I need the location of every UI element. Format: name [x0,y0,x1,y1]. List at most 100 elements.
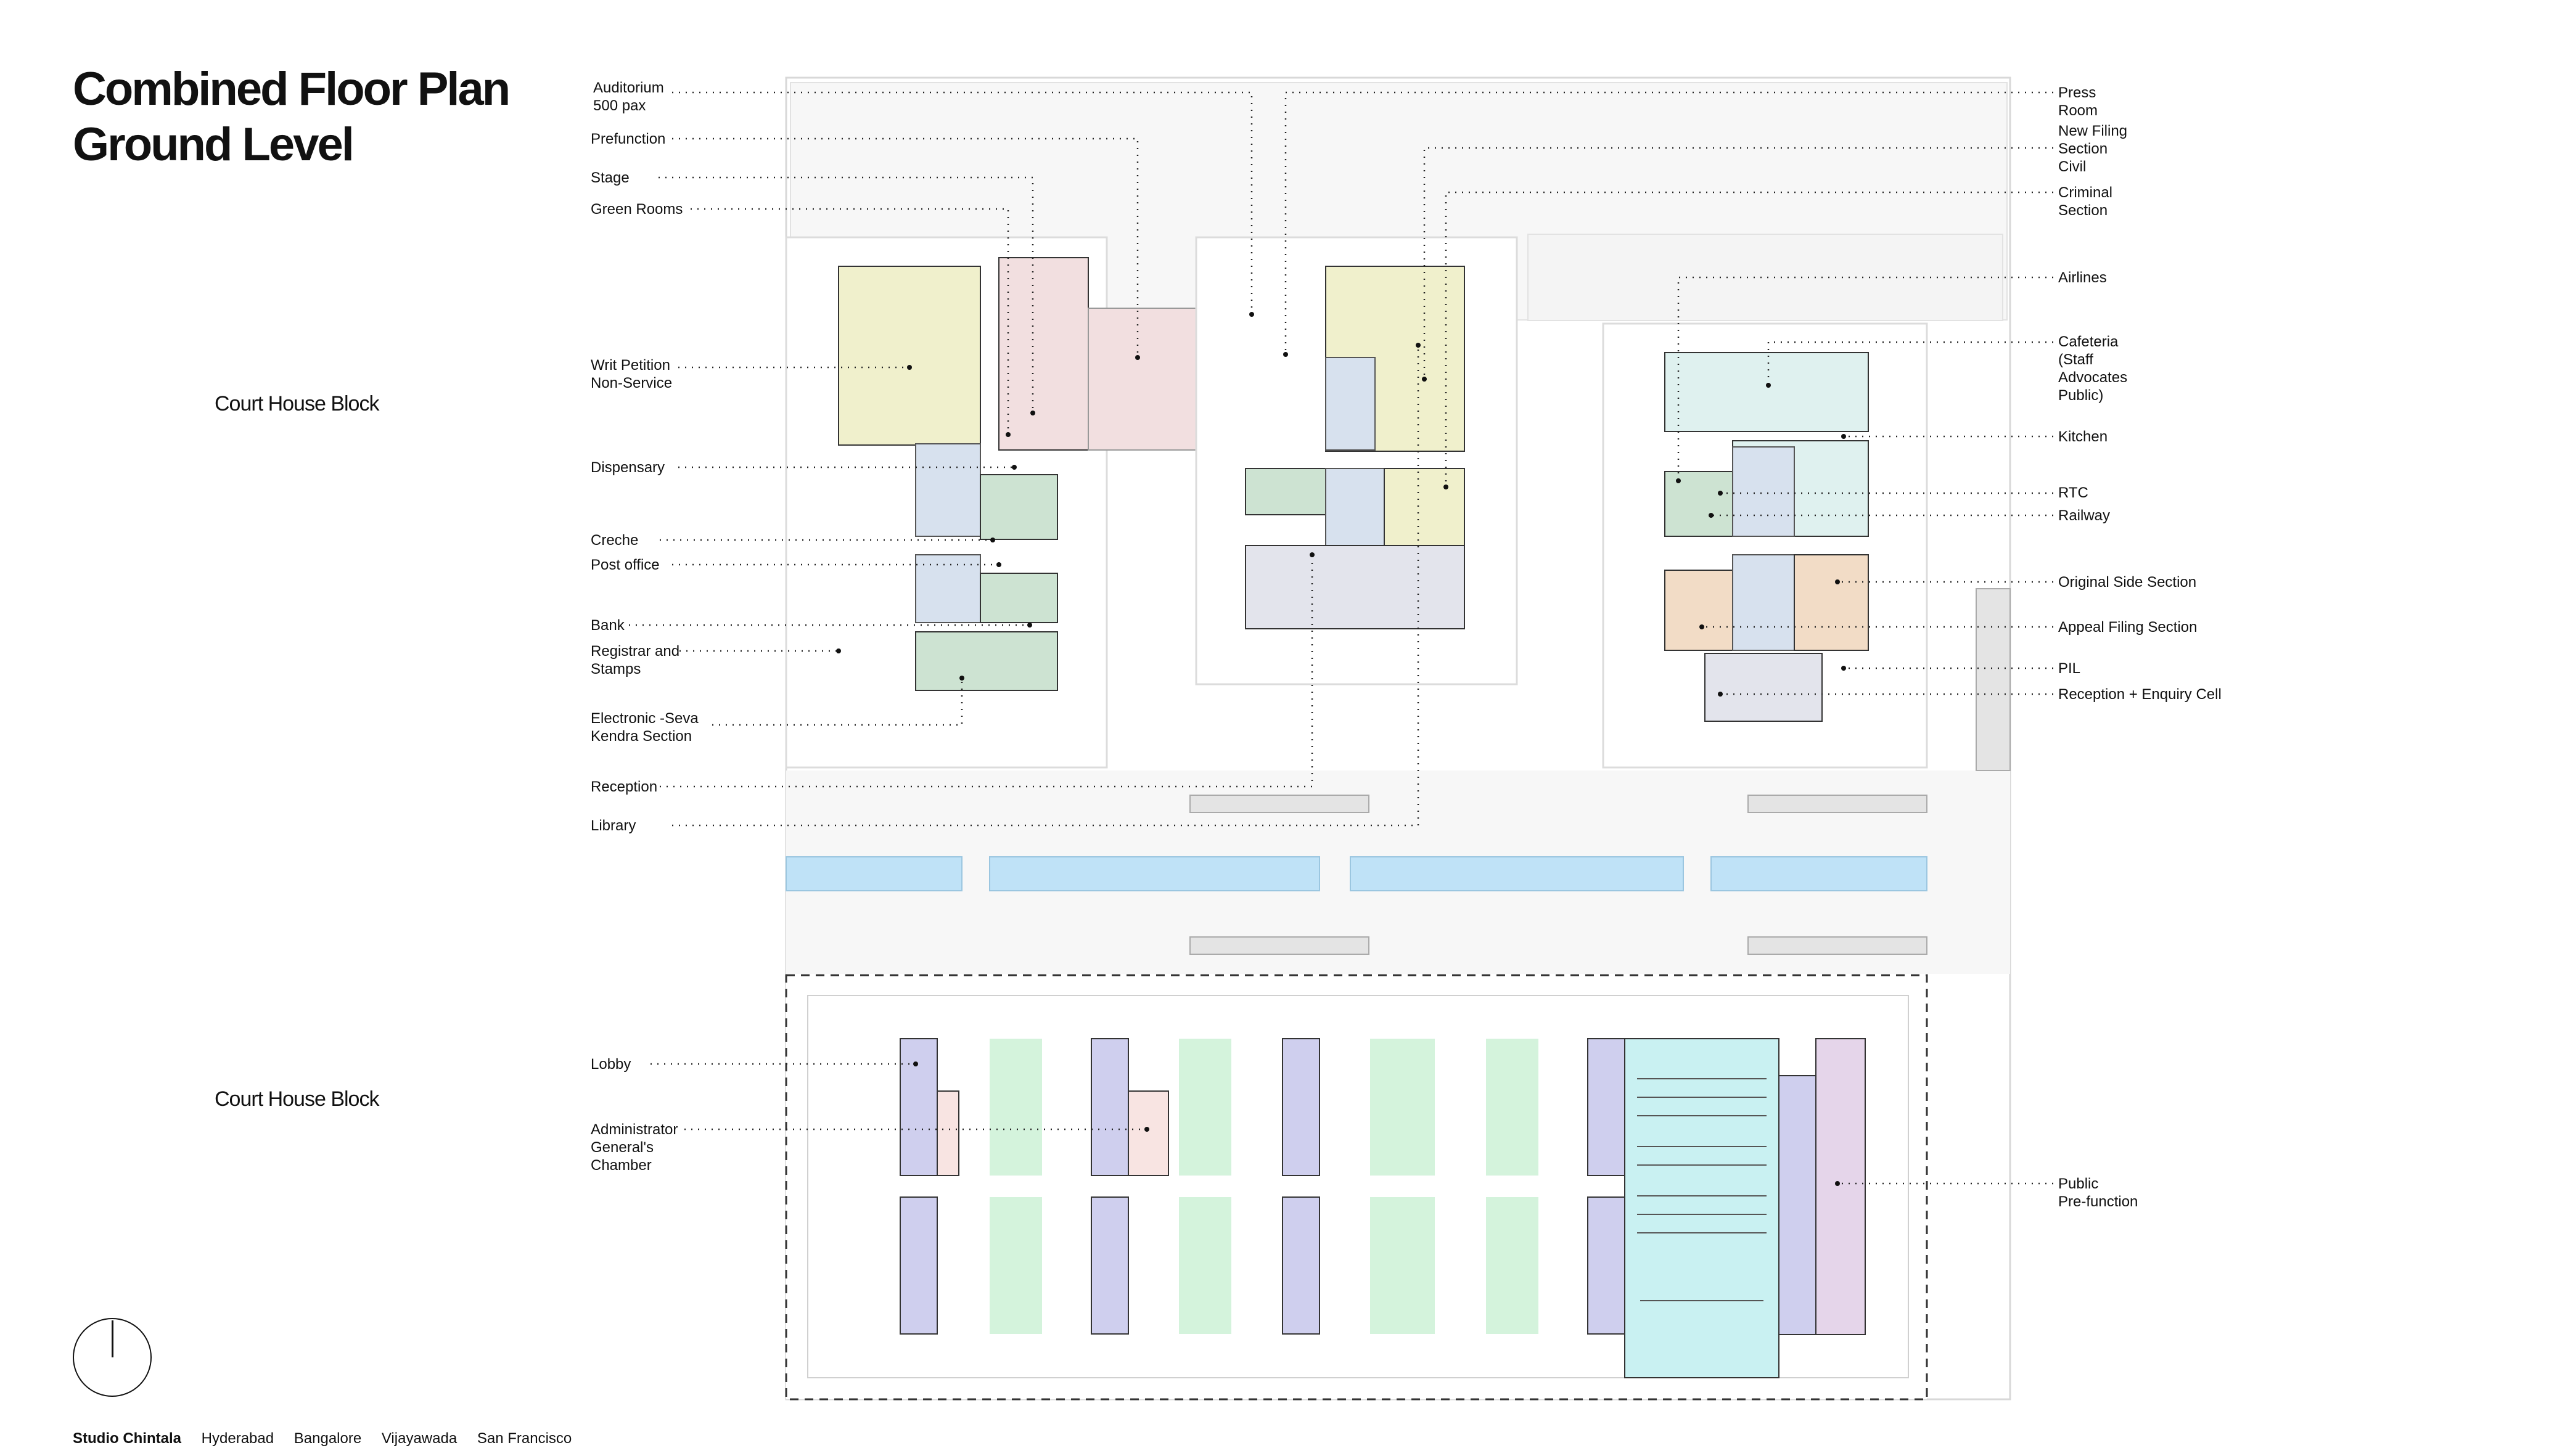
footer: Studio Chintala Hyderabad Bangalore Vija… [73,1430,588,1447]
ramp-1 [1189,795,1369,813]
leader-dot-9 [1027,623,1032,628]
city-1: Hyderabad [201,1430,274,1447]
leader-dot-5 [907,365,912,370]
leader-dot-24 [1835,579,1840,584]
library-reading [1245,545,1465,629]
label-creche: Creche [591,532,639,549]
core-5 [1732,446,1795,537]
leader-dot-18 [1443,485,1448,489]
block-label-lower: Court House Block [215,1087,379,1111]
court-hall-3b [1370,1197,1435,1334]
label-writ-petition: Writ Petition Non-Service [591,357,673,391]
leader-dot-1 [1249,312,1254,317]
leader-line-16 [1284,91,2053,354]
leader-dot-12 [1310,552,1315,557]
label-library: Library [591,817,636,834]
label-registrar: Registrar and Stamps [591,643,680,677]
lobby-2a [1091,1038,1129,1176]
label-green-rooms: Green Rooms [591,201,683,218]
dispensary-room [980,474,1058,540]
leader-dot-7 [990,538,995,542]
prefunction-area [1088,308,1215,451]
water-channel-1 [786,856,963,891]
label-railway: Railway [2058,507,2111,524]
ramp-3 [1189,936,1369,955]
leader-dot-15 [1144,1127,1149,1132]
leader-dot-25 [1699,624,1704,629]
leader-line-13 [672,345,1419,827]
leader-dot-17 [1422,377,1427,382]
label-stage: Stage [591,170,630,186]
block-label-upper: Court House Block [215,392,379,415]
leader-line-3 [659,176,1034,413]
leader-dot-27 [1718,692,1723,697]
leader-line-2 [672,137,1139,358]
label-reception: Reception [591,779,658,795]
label-auditorium: Auditorium 500 pax [593,80,664,114]
label-press-room: Press Room [2058,84,2098,119]
rtc-railway [1664,471,1733,537]
leader-dot-23 [1709,513,1714,518]
court-hall-1b [990,1197,1042,1334]
court-hall-2a [1179,1039,1231,1176]
ceremonial-hall [1624,1038,1779,1378]
leader-dot-11 [959,676,964,681]
leader-dot-14 [913,1061,918,1066]
chamber-small [937,1090,959,1176]
label-dispensary: Dispensary [591,459,665,476]
lobby-5 [1778,1075,1816,1335]
title-line-2: Ground Level [73,118,355,171]
leader-dot-2 [1135,355,1140,360]
press-room-area [1527,234,2003,321]
lobby-4a [1587,1038,1625,1176]
leader-dot-28 [1835,1181,1840,1186]
new-filing-section [1384,468,1465,546]
admin-general-chamber [1128,1090,1169,1176]
city-3: Vijayawada [381,1430,458,1447]
leader-dot-19 [1676,478,1681,483]
label-rtc: RTC [2058,485,2088,501]
public-prefunction [1815,1038,1866,1335]
label-reception-enquiry: Reception + Enquiry Cell [2058,686,2222,703]
lobby-3a [1282,1038,1320,1176]
label-original-side: Original Side Section [2058,574,2197,591]
water-channel-3 [1350,856,1684,891]
label-bank: Bank [591,617,625,634]
label-admin-general: Administrator General's Chamber [591,1121,678,1174]
leader-dot-26 [1841,666,1846,671]
studio-name: Studio Chintala [73,1430,181,1447]
leader-dot-13 [1416,343,1421,348]
leader-dot-10 [836,648,841,653]
leader-line-4 [691,208,1009,435]
reception-enquiry [1704,653,1823,722]
label-lobby: Lobby [591,1056,631,1073]
court-hall-3a [1370,1039,1435,1176]
label-public-prefunction: Public Pre-function [2058,1176,2138,1210]
label-criminal: Criminal Section [2058,184,2113,219]
core-3 [1325,357,1376,451]
label-prefunction: Prefunction [591,131,666,147]
leader-dot-21 [1841,434,1846,439]
core-4 [1325,468,1385,546]
ramp-vertical [1976,588,2011,771]
court-hall-4a [1486,1039,1538,1176]
green-rooms [998,257,1089,451]
lobby-1b [900,1196,938,1335]
leader-lines [629,91,2053,1186]
city-2: Bangalore [293,1430,362,1447]
page-title: Combined Floor Plan Ground Level [73,62,511,173]
water-channel-2 [989,856,1320,891]
lobby-4b [1587,1196,1625,1335]
core-6 [1732,554,1795,651]
lobby-1a [900,1038,938,1176]
hall-seating [1637,1078,1767,1301]
title-line-1: Combined Floor Plan [73,63,511,115]
court-hall-4b [1486,1197,1538,1334]
ramp-2 [1747,795,1927,813]
label-new-filing: New Filing Section Civil [2058,123,2128,175]
leader-dot-4 [1006,432,1011,437]
court-hall-2b [1179,1197,1231,1334]
label-cafeteria: Cafeteria (Staff Advocates Public) [2058,333,2128,404]
leader-line-20 [1767,341,2053,385]
